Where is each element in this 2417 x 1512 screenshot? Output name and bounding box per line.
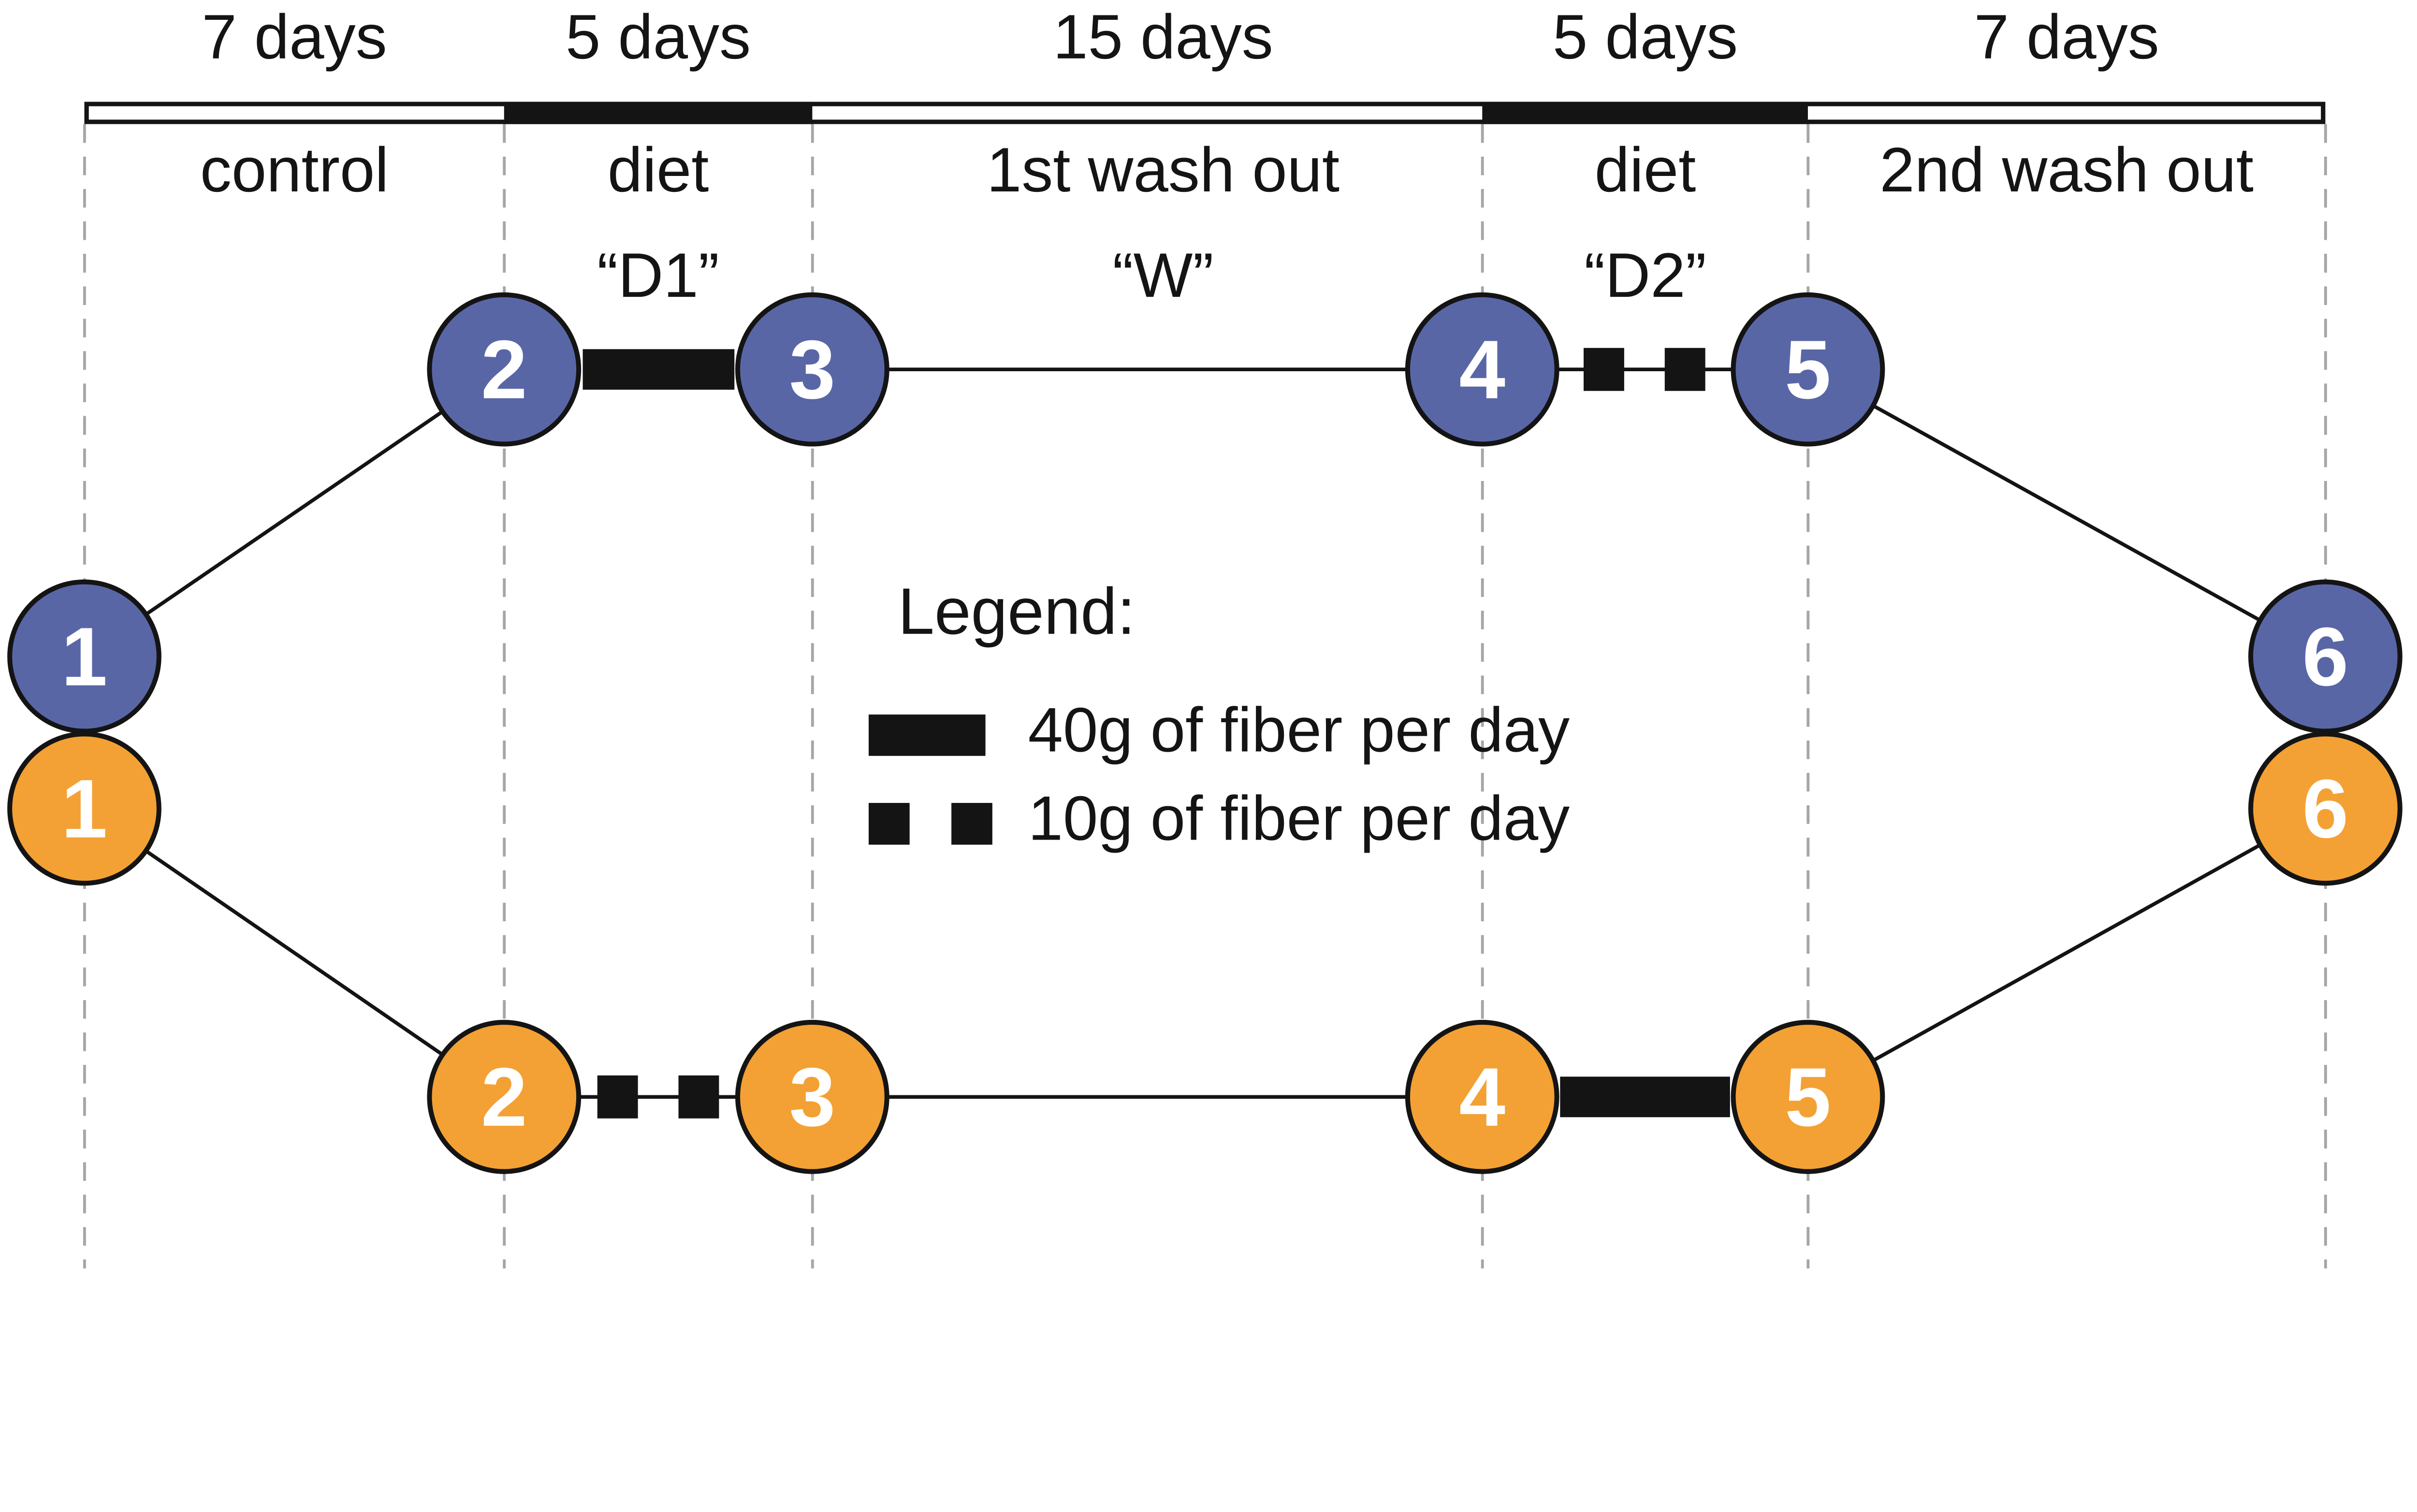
legend-item-10g-label: 10g of fiber per day — [1028, 783, 1570, 854]
duration-label-washout1: 15 days — [1053, 1, 1273, 72]
node-number: 1 — [61, 610, 108, 703]
node-orange-5: 5 — [1731, 1019, 1885, 1174]
node-blue-5: 5 — [1731, 292, 1885, 447]
node-number: 2 — [480, 1050, 527, 1144]
timeline-bar — [84, 102, 2326, 124]
edge-blue-5-6 — [1807, 367, 2327, 658]
node-orange-2: 2 — [427, 1019, 582, 1174]
phase-label-control: control — [200, 134, 389, 205]
edge-orange-1-2 — [83, 807, 505, 1099]
dashed-gridline-5 — [1806, 124, 1810, 1269]
phase-label-washout1: 1st wash out — [987, 134, 1340, 205]
node-number: 4 — [1459, 1050, 1506, 1144]
node-orange-1: 1 — [7, 731, 161, 886]
dashed-gridline-4 — [1481, 124, 1484, 1269]
node-orange-6: 6 — [2248, 731, 2402, 886]
phase-label-diet2: diet — [1594, 134, 1696, 205]
node-blue-2: 2 — [427, 292, 582, 447]
legend-title: Legend: — [898, 574, 1136, 648]
timeline-bar-diet2-segment — [1482, 102, 1808, 124]
node-number: 5 — [1785, 323, 1831, 416]
legend-item-40g-label: 40g of fiber per day — [1028, 695, 1570, 765]
code-label-w: “W” — [1112, 240, 1214, 310]
node-number: 1 — [61, 762, 108, 855]
node-number: 3 — [789, 1050, 836, 1144]
node-blue-6: 6 — [2248, 579, 2402, 734]
timeline-bar-diet1-segment — [504, 102, 813, 124]
duration-label-diet2: 5 days — [1552, 1, 1738, 72]
node-blue-1: 1 — [7, 579, 161, 734]
dashed-gridline-2 — [503, 124, 506, 1269]
legend-marker-10g-square-2 — [951, 803, 992, 845]
node-orange-4: 4 — [1405, 1019, 1559, 1174]
fiber-40g-bar-orange-d2 — [1560, 1076, 1730, 1118]
edge-blue-1-2 — [83, 368, 505, 658]
fiber-10g-squares-orange-d1 — [597, 1075, 719, 1119]
node-blue-4: 4 — [1405, 292, 1559, 447]
legend-marker-40g-bar — [868, 714, 986, 756]
code-label-d2: “D2” — [1584, 240, 1706, 310]
fiber-10g-squares-blue-d2 — [1584, 348, 1705, 391]
node-number: 6 — [2302, 610, 2349, 703]
node-number: 2 — [480, 323, 527, 416]
duration-label-washout2: 7 days — [1974, 1, 2159, 72]
edge-orange-5-6 — [1807, 807, 2327, 1099]
fiber-40g-bar-blue-d1 — [582, 349, 735, 390]
duration-label-diet1: 5 days — [566, 1, 751, 72]
duration-label-control: 7 days — [202, 1, 387, 72]
study-design-figure: 7 days 5 days 15 days 5 days 7 days cont… — [7, 1, 2402, 1269]
code-label-d1: “D1” — [597, 240, 719, 310]
node-blue-3: 3 — [735, 292, 889, 447]
phase-label-washout2: 2nd wash out — [1879, 134, 2254, 205]
node-orange-3: 3 — [735, 1019, 889, 1174]
phase-label-diet1: diet — [607, 134, 709, 205]
node-number: 3 — [789, 323, 836, 416]
node-number: 6 — [2302, 762, 2349, 855]
legend-marker-10g-square-1 — [868, 803, 910, 845]
dashed-gridline-3 — [811, 124, 814, 1269]
node-number: 5 — [1785, 1050, 1831, 1144]
node-number: 4 — [1459, 323, 1506, 416]
